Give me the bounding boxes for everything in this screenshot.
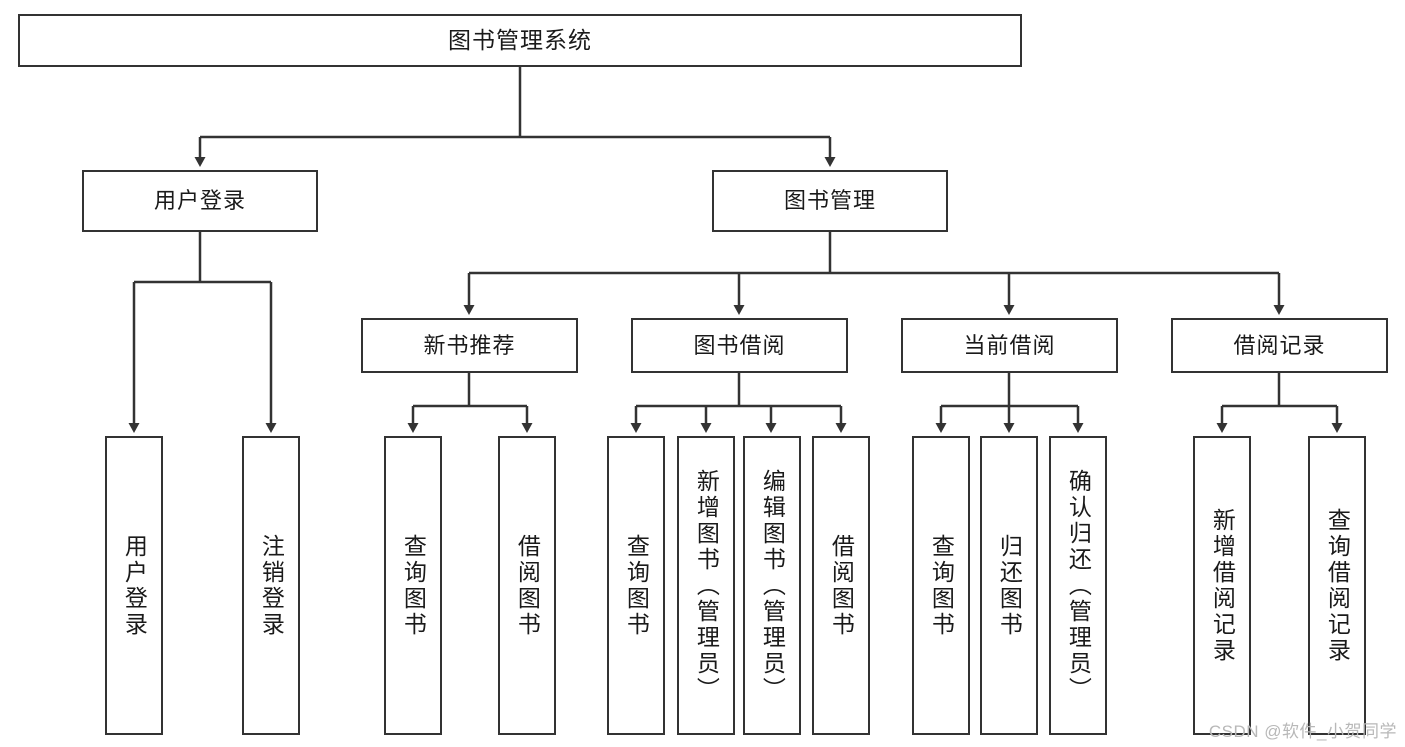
node-leaf-borrow-book-1[interactable]: 借阅图书 [498,436,556,735]
node-leaf-add-record[interactable]: 新增借阅记录 [1193,436,1251,735]
node-leaf-query-book-2-label: 查询图书 [623,533,650,638]
node-new-book-rec[interactable]: 新书推荐 [361,318,578,373]
node-leaf-query-book-2[interactable]: 查询图书 [607,436,665,735]
node-leaf-confirm-return[interactable]: 确认归还（管理员） [1049,436,1107,735]
node-borrow-record[interactable]: 借阅记录 [1171,318,1388,373]
node-leaf-query-book-1-label: 查询图书 [400,533,427,638]
node-leaf-return-book[interactable]: 归还图书 [980,436,1038,735]
node-borrow-record-label: 借阅记录 [1233,332,1326,358]
node-leaf-query-record[interactable]: 查询借阅记录 [1308,436,1366,735]
node-leaf-query-record-label: 查询借阅记录 [1324,507,1351,664]
node-leaf-return-book-label: 归还图书 [996,533,1023,638]
csdn-watermark: CSDN @软件_小贺同学 [1208,722,1397,741]
node-leaf-user-login[interactable]: 用户登录 [105,436,163,735]
node-leaf-logout[interactable]: 注销登录 [242,436,300,735]
node-user-login-label: 用户登录 [153,188,246,214]
node-book-borrow-label: 图书借阅 [693,332,786,358]
node-new-book-rec-label: 新书推荐 [423,332,516,358]
node-current-borrow-label: 当前借阅 [963,332,1056,358]
node-leaf-query-book-3-label: 查询图书 [928,533,955,638]
node-root-label: 图书管理系统 [448,26,592,53]
node-leaf-add-record-label: 新增借阅记录 [1209,507,1236,664]
node-leaf-query-book-3[interactable]: 查询图书 [912,436,970,735]
node-leaf-edit-book[interactable]: 编辑图书（管理员） [743,436,801,735]
node-user-login[interactable]: 用户登录 [82,170,318,232]
node-leaf-add-book-label: 新增图书（管理员） [693,468,720,703]
node-leaf-user-login-label: 用户登录 [121,533,148,638]
node-leaf-borrow-book-2-label: 借阅图书 [828,533,855,638]
node-leaf-query-book-1[interactable]: 查询图书 [384,436,442,735]
node-current-borrow[interactable]: 当前借阅 [901,318,1118,373]
node-leaf-borrow-book-2[interactable]: 借阅图书 [812,436,870,735]
node-leaf-add-book[interactable]: 新增图书（管理员） [677,436,735,735]
node-leaf-logout-label: 注销登录 [258,533,285,638]
node-book-borrow[interactable]: 图书借阅 [631,318,848,373]
node-leaf-edit-book-label: 编辑图书（管理员） [759,468,786,703]
node-book-manage-label: 图书管理 [783,188,876,214]
node-leaf-borrow-book-1-label: 借阅图书 [514,533,541,638]
node-book-manage[interactable]: 图书管理 [712,170,948,232]
node-leaf-confirm-return-label: 确认归还（管理员） [1065,468,1092,703]
node-root[interactable]: 图书管理系统 [18,14,1022,67]
